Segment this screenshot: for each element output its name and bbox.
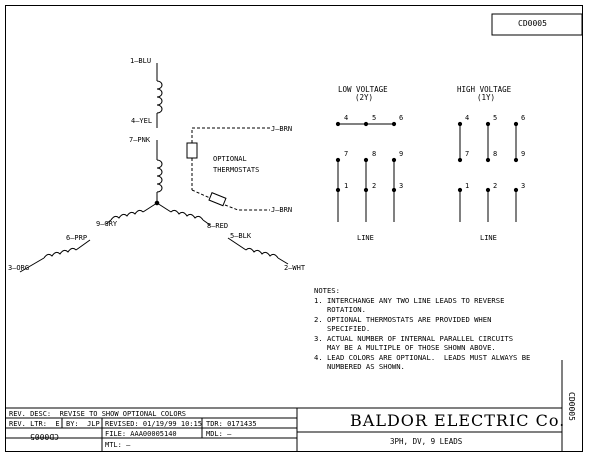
thermostat-lead-bottom-label: J—BRN	[271, 206, 293, 214]
file-name: FILE: AAA00005140	[105, 430, 177, 438]
drawing-frame	[5, 5, 583, 452]
hv-terminal-9: 9	[521, 150, 526, 158]
note-3: 3. ACTUAL NUMBER OF INTERNAL PARALLEL CI…	[314, 334, 514, 352]
rev-letter: REV. LTR: E	[9, 420, 60, 428]
rev-by: BY: JLP	[66, 420, 100, 428]
lead-2-label: 2—WHT	[284, 264, 306, 272]
lv-terminal-2: 2	[372, 182, 377, 190]
mtl-value: MTL: —	[105, 441, 131, 449]
lead-1-label: 1—BLU	[130, 57, 152, 65]
hv-terminal-7: 7	[465, 150, 470, 158]
low-voltage-connection	[335, 121, 397, 222]
hv-terminal-1: 1	[465, 182, 470, 190]
low-voltage-title: LOW VOLTAGE	[338, 85, 388, 94]
hv-terminal-8: 8	[493, 150, 498, 158]
lv-terminal-7: 7	[344, 150, 349, 158]
lv-terminal-3: 3	[399, 182, 404, 190]
hv-terminal-5: 5	[493, 114, 498, 122]
thermostat-label-line2: THERMOSTATS	[213, 166, 260, 174]
lv-terminal-4: 4	[344, 114, 349, 122]
lv-terminal-6: 6	[399, 114, 404, 122]
notes-heading: NOTES:	[314, 286, 340, 295]
lv-terminal-5: 5	[372, 114, 377, 122]
tdr-number: TDR: 0171435	[206, 420, 257, 428]
thermostat-label-line1: OPTIONAL	[213, 155, 247, 163]
mdl-value: MDL: —	[206, 430, 232, 438]
lv-terminal-9: 9	[399, 150, 404, 158]
high-voltage-title: HIGH VOLTAGE	[457, 85, 512, 94]
high-voltage-subtitle: (1Y)	[477, 93, 496, 102]
lv-terminal-1: 1	[344, 182, 349, 190]
drawing-description: 3PH, DV, 9 LEADS	[390, 437, 463, 446]
thermostat-lead-top-label: J—BRN	[271, 125, 293, 133]
side-drawing-number: CD0005	[567, 392, 576, 421]
lv-terminal-8: 8	[372, 150, 377, 158]
company-name: BALDOR ELECTRIC Co.	[350, 411, 566, 430]
title-block-drawing-number: CD0005	[30, 432, 59, 441]
high-voltage-connection	[457, 121, 519, 222]
rev-description: REV. DESC: REVISE TO SHOW OPTIONAL COLOR…	[9, 410, 187, 418]
note-1: 1. INTERCHANGE ANY TWO LINE LEADS TO REV…	[314, 296, 505, 314]
hv-terminal-2: 2	[493, 182, 498, 190]
lead-8-label: 8—RED	[207, 222, 229, 230]
low-voltage-subtitle: (2Y)	[355, 93, 374, 102]
hv-terminal-4: 4	[465, 114, 470, 122]
drawing-number: CD0005	[518, 19, 547, 28]
low-voltage-line-label: LINE	[357, 234, 374, 242]
hv-terminal-3: 3	[521, 182, 526, 190]
revised-date: REVISED: 01/19/99 10:15	[105, 420, 202, 428]
note-2: 2. OPTIONAL THERMOSTATS ARE PROVIDED WHE…	[314, 315, 492, 333]
lead-5-label: 5—BLK	[230, 232, 252, 240]
note-4: 4. LEAD COLORS ARE OPTIONAL. LEADS MUST …	[314, 353, 531, 371]
lead-9-label: 9—GRY	[96, 220, 118, 228]
lead-6-label: 6—PRP	[66, 234, 88, 242]
lead-3-label: 3—ORG	[8, 264, 30, 272]
hv-terminal-6: 6	[521, 114, 526, 122]
lead-7-label: 7—PNK	[129, 136, 151, 144]
high-voltage-line-label: LINE	[480, 234, 497, 242]
lead-4-label: 4—YEL	[131, 117, 153, 125]
